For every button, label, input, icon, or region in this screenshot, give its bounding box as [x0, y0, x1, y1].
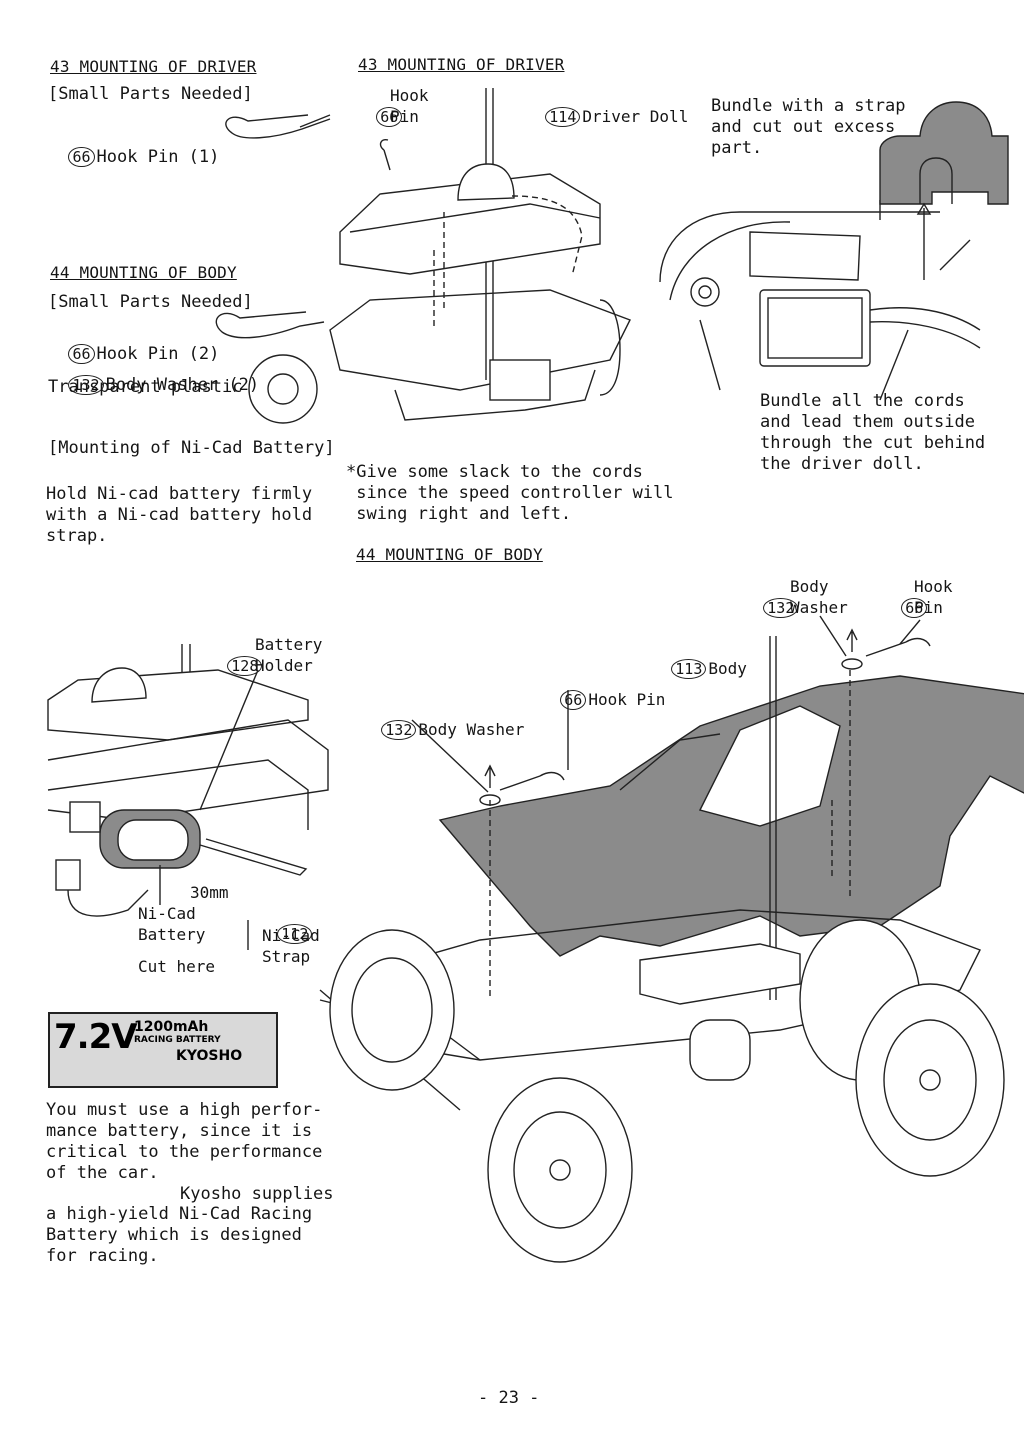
battery-holder-diagram [47, 644, 329, 950]
battery-brand: KYOSHO [176, 1048, 243, 1064]
driver-small-parts-label: [Small Parts Needed] [48, 84, 253, 104]
battery-advice-text-2: Kyosho supplies [180, 1184, 334, 1204]
part-number-badge: 66 [68, 147, 95, 167]
battery-capacity: 1200mAh [134, 1019, 209, 1035]
battery-holder-label: Battery Holder [255, 635, 323, 675]
page-number: - 23 - [478, 1388, 540, 1408]
part-name: Hook Pin (2) [96, 344, 220, 364]
cut-here-label: Cut here [138, 957, 216, 976]
rear-right-wheel [855, 983, 1005, 1177]
cord-slack-note: *Give some slack to the cords since the … [346, 462, 674, 524]
front-left-wheel [329, 929, 455, 1091]
part-number-badge: 66 [376, 107, 403, 127]
hook-right-label: Hook Pin [914, 577, 953, 617]
battery-holder-callout: 128 [208, 634, 264, 676]
driver-section-heading-left: 43 MOUNTING OF DRIVER [50, 57, 257, 76]
driver-mounting-diagram [329, 88, 631, 421]
washer-right-label: Body Washer [790, 577, 848, 617]
part-number-badge: 132 [381, 720, 417, 740]
hook-mid-label: Hook Pin [588, 690, 666, 709]
nicad-battery-label: Ni-Cad Battery [138, 904, 206, 944]
nicad-strap-label: Ni-Cad Strap [262, 926, 320, 966]
body-washer-material-note: Transparent plastic [48, 377, 243, 397]
hook-pin-callout: 66 [357, 85, 404, 127]
part-name: Hook Pin (1) [96, 147, 220, 167]
bundle-strap-note: Bundle with a strap and cut out excess p… [711, 96, 906, 158]
part-number-badge: 66 [560, 690, 587, 710]
washer-right-callout: 132 [744, 576, 800, 618]
battery-voltage: 7.2V [54, 1017, 138, 1057]
body-mounting-diagram [319, 615, 1024, 1263]
body-section-heading-left: 44 MOUNTING OF BODY [50, 263, 237, 282]
driver-section-heading-right: 43 MOUNTING OF DRIVER [358, 55, 565, 74]
part-number-badge: 132 [68, 375, 104, 395]
part-number-badge: 114 [545, 107, 581, 127]
nicad-strap-callout: 112 [258, 902, 314, 944]
hook-pin-label: Hook Pin [390, 86, 429, 126]
body-label: Body [708, 659, 747, 678]
part-number-badge: 112 [277, 924, 313, 944]
hook-pin-icon [215, 311, 325, 339]
driver-doll-label: Driver Doll [582, 107, 689, 126]
hook-pin-icon [225, 114, 331, 139]
battery-advice-text-3: a high-yield Ni-Cad Racing Battery which… [46, 1204, 313, 1266]
part-number-badge: 113 [671, 659, 707, 679]
battery-mount-instructions: Hold Ni-cad battery firmly with a Ni-cad… [46, 484, 313, 546]
racing-battery-image: 7.2V 1200mAh RACING BATTERY KYOSHO [48, 1012, 278, 1088]
part-name: Body Washer (2) [105, 375, 260, 395]
part-number-badge: 132 [763, 598, 799, 618]
battery-mount-heading: [Mounting of Ni-Cad Battery] [48, 438, 335, 458]
strap-length-dimension: 30mm [190, 883, 229, 902]
battery-advice-text: You must use a high perfor- mance batter… [46, 1100, 323, 1183]
front-right-wheel [487, 1077, 633, 1263]
hook-right-callout: 66 [882, 576, 929, 618]
cord-bundle-diagram [659, 101, 1009, 401]
body-washer-icon [248, 354, 318, 424]
bundle-cords-note: Bundle all the cords and lead them outsi… [760, 391, 986, 474]
battery-type: RACING BATTERY [134, 1035, 221, 1045]
part-number-badge: 66 [901, 598, 928, 618]
body-small-parts-label: [Small Parts Needed] [48, 292, 253, 312]
body-section-heading-right: 44 MOUNTING OF BODY [356, 545, 543, 564]
part-number-badge: 128 [227, 656, 263, 676]
part-number-badge: 66 [68, 344, 95, 364]
